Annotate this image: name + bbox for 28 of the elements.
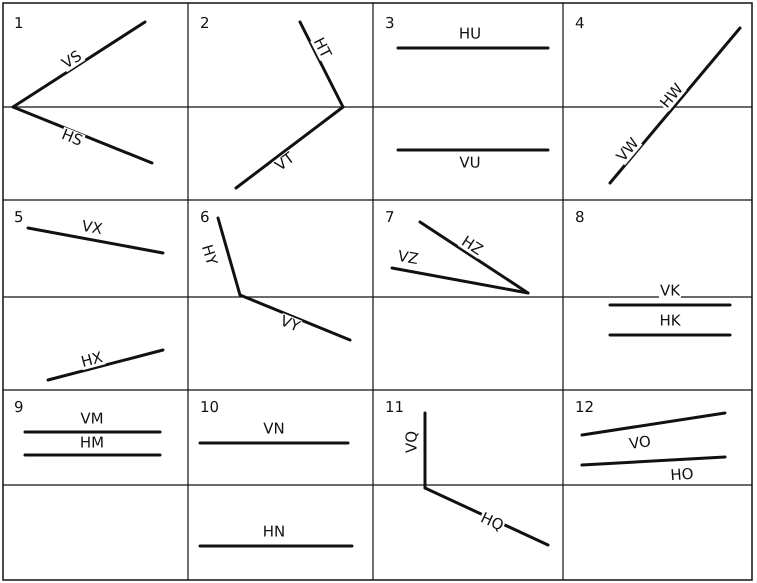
panel-number: 2 [200, 16, 210, 31]
trace-label: VW [614, 134, 642, 166]
trace-label: VN [262, 422, 286, 436]
trace-label: HZ [458, 233, 486, 259]
trace-label: HM [78, 436, 106, 450]
trace-label: VS [58, 48, 86, 72]
panel-number: 6 [200, 210, 210, 225]
panel-number: 4 [575, 16, 585, 31]
trace-label: VK [658, 284, 682, 298]
trace-label: VU [458, 156, 482, 170]
panel-number: 11 [385, 400, 404, 415]
trace-label: VQ [404, 430, 420, 454]
trace-label: HT [310, 34, 334, 62]
panel-number: 5 [14, 210, 24, 225]
trace-label: HK [658, 314, 682, 328]
panel-number: 8 [575, 210, 585, 225]
trace-label: HW [657, 80, 687, 112]
trace-label: HX [78, 350, 106, 370]
trace-label: HO [668, 466, 696, 484]
trace-label: VM [79, 412, 105, 426]
trace-label: HU [458, 26, 482, 42]
panel-number: 7 [385, 210, 395, 225]
panel-number: 1 [14, 16, 24, 31]
panel-number: 12 [575, 400, 594, 415]
trace-label: HN [262, 524, 286, 540]
panel-number: 10 [200, 400, 220, 415]
panel-number: 9 [14, 400, 24, 415]
panel-number: 3 [385, 16, 395, 31]
